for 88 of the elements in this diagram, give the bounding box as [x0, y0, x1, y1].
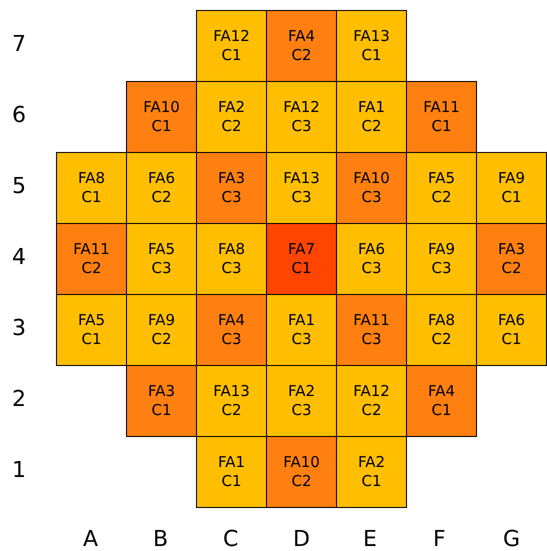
row-label: 6 [12, 102, 26, 128]
grid-cell [406, 152, 477, 224]
cell-label: FA8 C3 [216, 240, 246, 278]
grid-cell [196, 152, 267, 224]
grid-cell [196, 436, 267, 508]
row-label: 5 [12, 174, 26, 198]
grid-cell [266, 152, 337, 224]
cell-label: FA3 C1 [146, 382, 176, 420]
cell-label: FA6 C3 [356, 240, 386, 278]
grid-cell [196, 10, 267, 82]
grid-cell [196, 223, 267, 295]
column-label: D [293, 527, 310, 551]
column-label: C [223, 527, 238, 551]
cell-label: FA10 C1 [142, 98, 181, 136]
cell-label: FA13 C2 [212, 382, 251, 420]
row-label: 4 [12, 244, 26, 270]
cell-label: FA13 C1 [352, 27, 391, 65]
cell-label: FA1 C3 [286, 311, 316, 349]
cell-label: FA1 C2 [356, 98, 386, 136]
grid-cell [196, 294, 267, 366]
grid-cell [476, 152, 547, 224]
grid-cell [336, 365, 407, 437]
cell-label: FA8 C2 [426, 311, 456, 349]
grid-cell [406, 294, 477, 366]
cell-label: FA10 C3 [352, 169, 391, 207]
cell-label: FA2 C1 [356, 453, 386, 491]
grid-cell [336, 152, 407, 224]
cell-label: FA5 C3 [146, 240, 176, 278]
row-label: 3 [12, 316, 26, 340]
grid-cell [266, 436, 337, 508]
grid-cell [266, 10, 337, 82]
cell-label: FA9 C1 [496, 169, 526, 207]
cell-label: FA12 C2 [352, 382, 391, 420]
cell-label: FA9 C3 [426, 240, 456, 278]
grid-cell [126, 223, 197, 295]
grid-cell [126, 294, 197, 366]
grid-cell [266, 81, 337, 153]
row-label: 1 [12, 458, 26, 482]
column-label: A [83, 527, 98, 551]
grid-cell [126, 152, 197, 224]
column-label: E [363, 527, 377, 551]
grid-cell [406, 81, 477, 153]
grid-cell [126, 365, 197, 437]
grid-cell [336, 223, 407, 295]
column-label: F [433, 527, 446, 551]
grid-cell [336, 436, 407, 508]
cell-label: FA3 C2 [496, 240, 526, 278]
cell-label: FA13 C3 [282, 169, 321, 207]
grid-cell [126, 81, 197, 153]
cell-label: FA12 C1 [212, 27, 251, 65]
cell-label: FA10 C2 [282, 453, 321, 491]
grid-cell [336, 10, 407, 82]
cell-label: FA5 C2 [426, 169, 456, 207]
grid-cell [196, 365, 267, 437]
grid-cell [56, 294, 127, 366]
grid-cell [476, 223, 547, 295]
cell-label: FA11 C2 [72, 240, 111, 278]
column-label: G [503, 527, 520, 551]
cell-label: FA11 C1 [422, 98, 461, 136]
grid-cell [266, 365, 337, 437]
grid-cell [406, 365, 477, 437]
cell-label: FA6 C2 [146, 169, 176, 207]
grid-cell [266, 223, 337, 295]
row-label: 7 [12, 32, 26, 56]
cell-label: FA2 C2 [216, 98, 246, 136]
grid-cell [476, 294, 547, 366]
grid-cell [266, 294, 337, 366]
grid-cell [406, 223, 477, 295]
cell-label: FA3 C3 [216, 169, 246, 207]
cell-label: FA12 C3 [282, 98, 321, 136]
grid-cell [336, 294, 407, 366]
cell-label: FA11 C3 [352, 311, 391, 349]
cell-label: FA7 C1 [286, 240, 316, 278]
grid-cell [56, 152, 127, 224]
grid-cell [336, 81, 407, 153]
cell-label: FA4 C1 [426, 382, 456, 420]
grid-cell [56, 223, 127, 295]
column-label: B [153, 527, 168, 551]
cell-label: FA9 C2 [146, 311, 176, 349]
cell-label: FA6 C1 [496, 311, 526, 349]
cell-label: FA2 C3 [286, 382, 316, 420]
cell-label: FA8 C1 [76, 169, 106, 207]
cell-label: FA1 C1 [216, 453, 246, 491]
row-label: 2 [12, 386, 26, 412]
grid-cell [196, 81, 267, 153]
cell-label: FA5 C1 [76, 311, 106, 349]
cell-label: FA4 C2 [286, 27, 316, 65]
cell-label: FA4 C3 [216, 311, 246, 349]
